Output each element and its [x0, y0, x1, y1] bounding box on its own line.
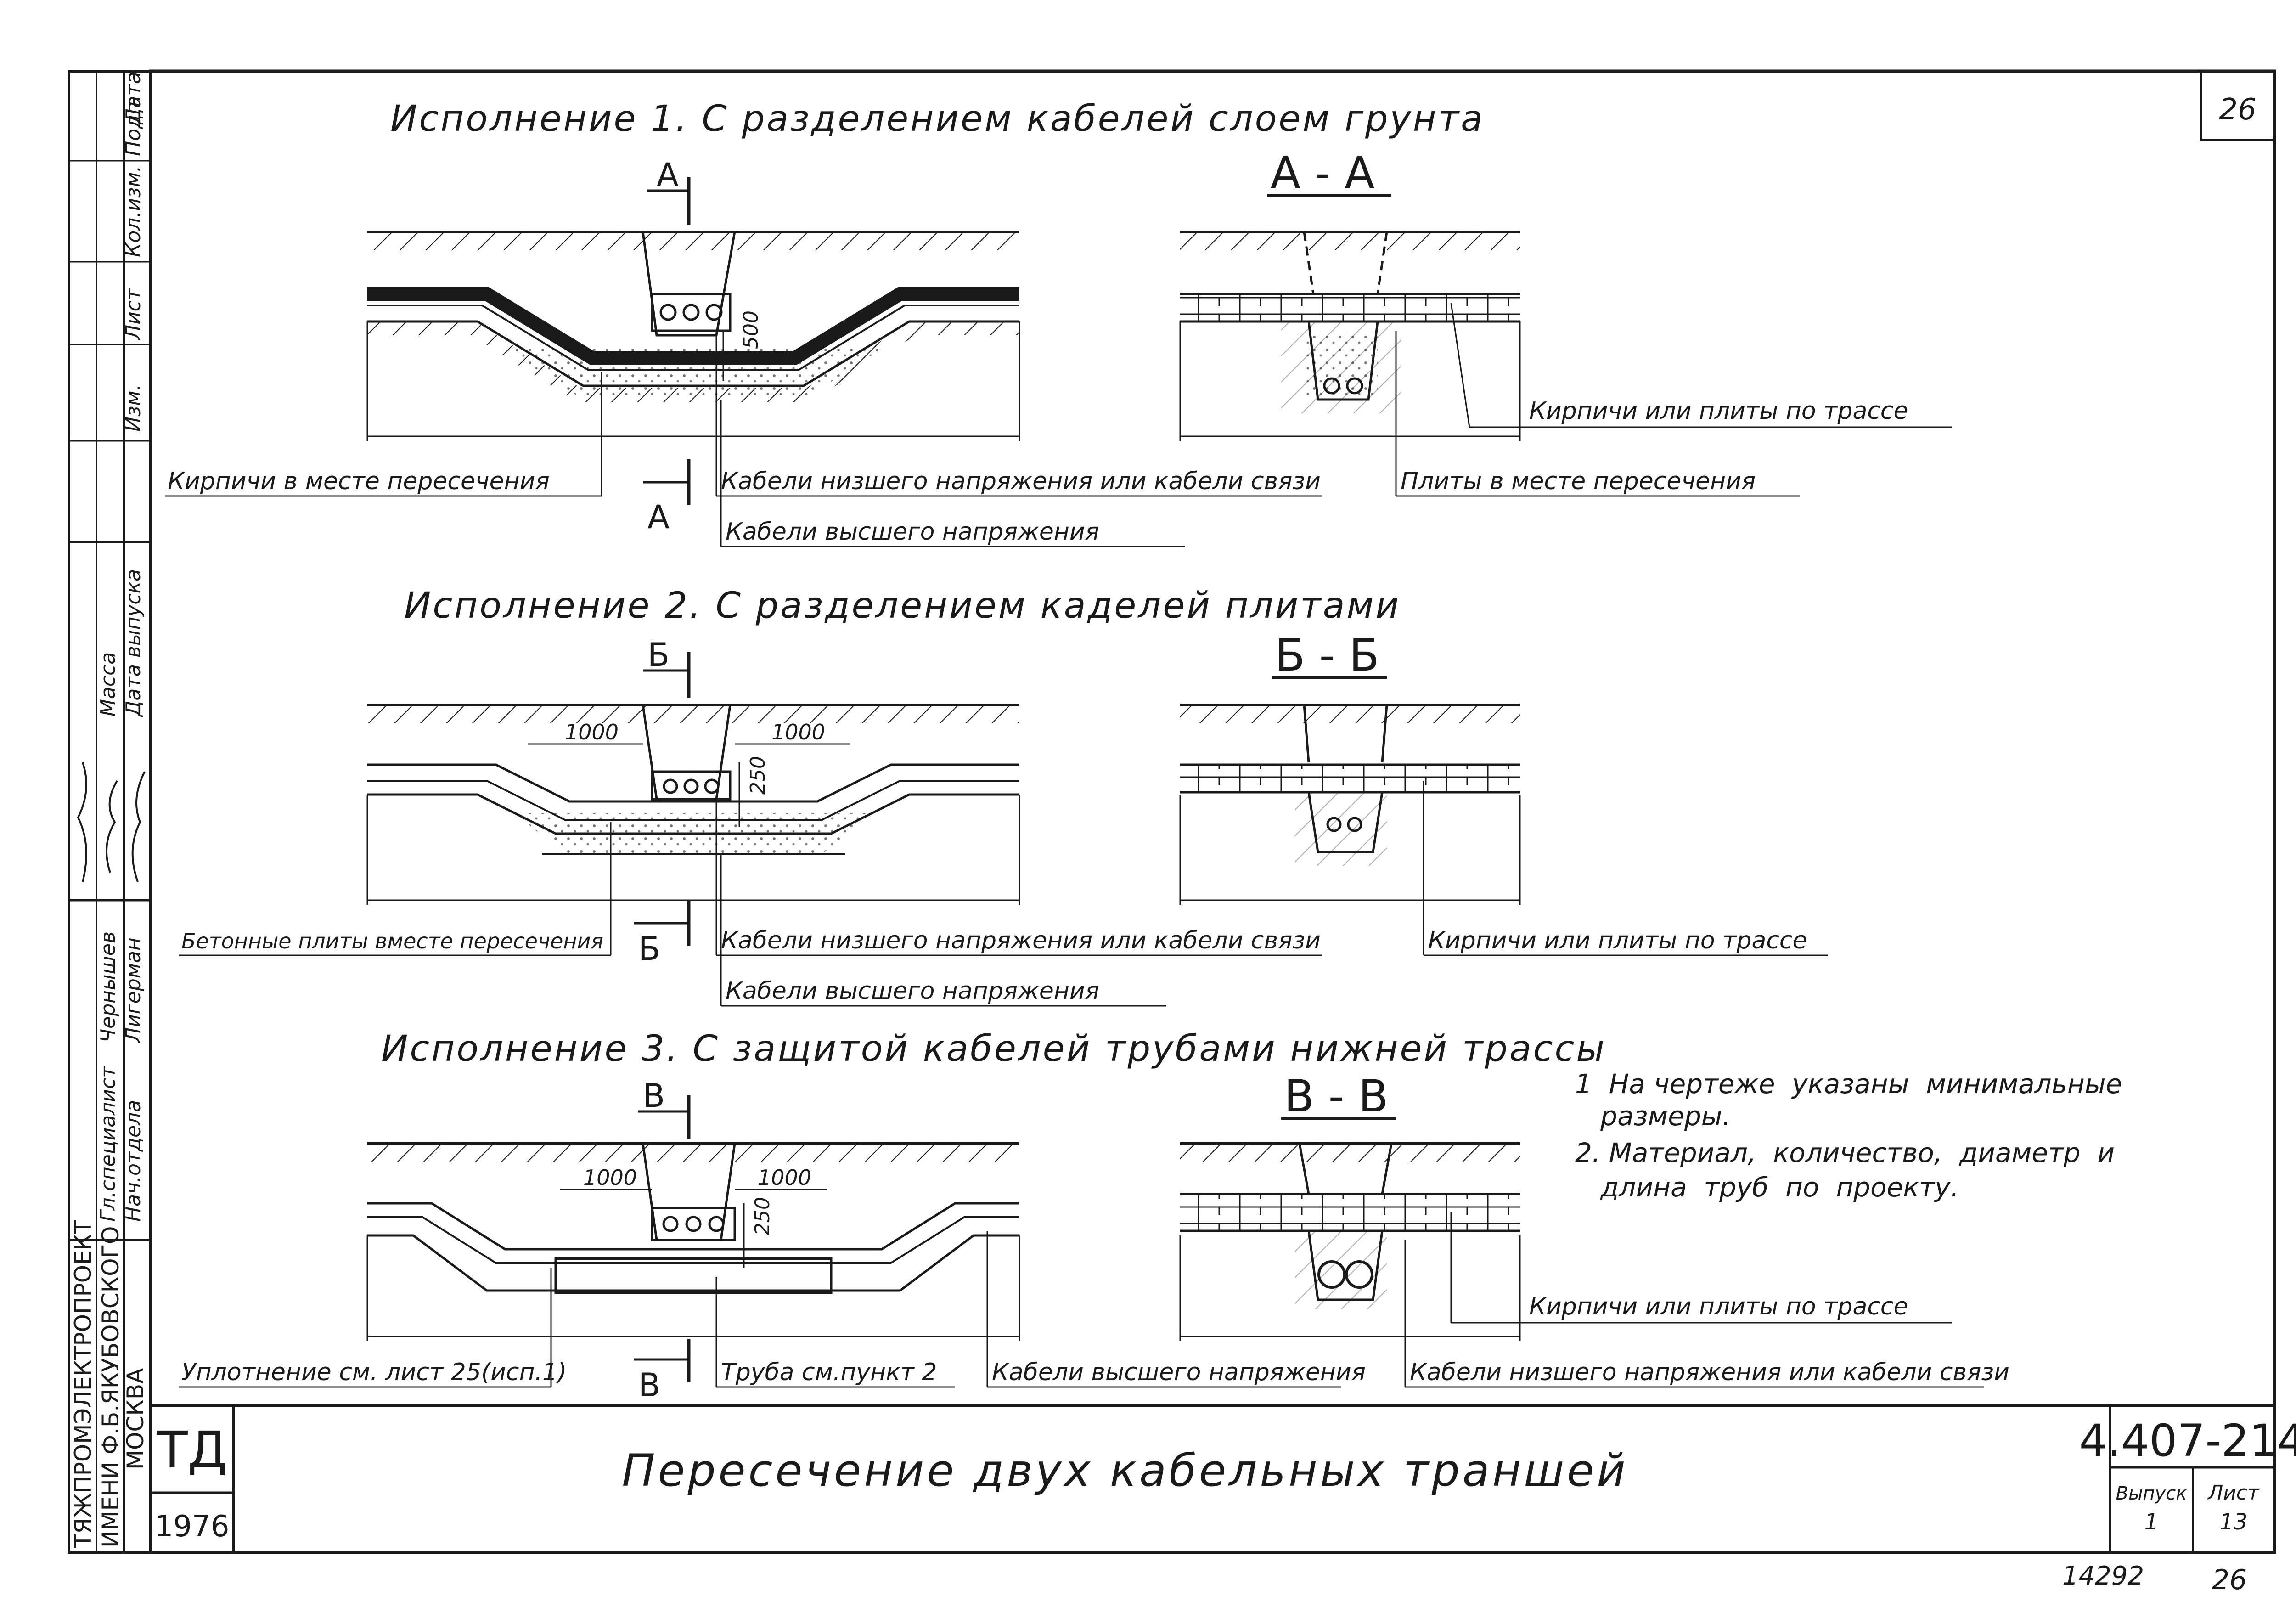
v1-label-right-bottom: Плиты в месте пересечения — [1401, 468, 1756, 495]
variant-1-heading: Исполнение 1. С разделением кабелей слое… — [390, 98, 1485, 140]
v2-section-mark-top: Б — [647, 636, 670, 674]
v3-label-right-top: Кирпичи или плиты по трассе — [1529, 1293, 1908, 1320]
issue-label: Выпуск — [2116, 1483, 2187, 1504]
v2-dim-1000-right: 1000 — [771, 720, 825, 744]
v3-dim-1000-right: 1000 — [758, 1165, 811, 1190]
svg-text:Кол.изм.: Кол.изм. — [122, 166, 145, 257]
v3-section-label: В - В — [1284, 1071, 1388, 1122]
v2-label-low-voltage: Кабели низшего напряжения или кабели свя… — [721, 927, 1321, 954]
v2-section-label: Б - Б — [1275, 630, 1379, 681]
svg-text:Нач.отдела: Нач.отдела — [122, 1100, 145, 1222]
title-block — [149, 1404, 2276, 1554]
variant-2-heading: Исполнение 2. С разделением каделей плит… — [404, 585, 1401, 626]
v3-label-compaction: Уплотнение см. лист 25(исп.1) — [181, 1359, 567, 1386]
v2-section-mark-bottom: Б — [638, 930, 660, 968]
svg-text:Дата выпуска: Дата выпуска — [122, 569, 145, 717]
v3-section-mark-top: В — [643, 1077, 665, 1115]
left-stamp-strip — [68, 70, 152, 1554]
v1-dim-500: 500 — [739, 310, 763, 349]
variant-1-section: А - А — [1179, 147, 1521, 441]
v3-label-high-voltage: Кабели высшего напряжения — [992, 1359, 1366, 1386]
sheet-value: 13 — [2219, 1509, 2247, 1535]
v2-label-right-bottom: Кирпичи или плиты по трассе — [1428, 927, 1807, 954]
variant-2-section: Б - Б — [1179, 630, 1521, 905]
v3-dim-250: 250 — [751, 1197, 774, 1235]
organization-block: ТЯЖПРОМЭЛЕКТРОПРОЕКТ ИМЕНИ Ф.Б.ЯКУБОВСКО… — [70, 1220, 149, 1548]
signatures — [77, 762, 146, 882]
bottom-page-number: 26 — [2212, 1564, 2247, 1596]
v1-section-mark-top: А — [657, 156, 679, 194]
v1-label-low-voltage: Кабели низшего напряжения или кабели свя… — [721, 468, 1321, 495]
svg-text:Гл.специалист: Гл.специалист — [96, 1066, 120, 1222]
v1-section-label: А - А — [1270, 147, 1374, 199]
variant-3-section: В - В — [1179, 1071, 1521, 1341]
v3-label-pipe: Труба см.пункт 2 — [721, 1359, 937, 1386]
v3-dim-1000-left: 1000 — [583, 1165, 637, 1190]
sheet-label: Лист — [2207, 1481, 2260, 1505]
svg-text:Лист: Лист — [122, 288, 145, 341]
svg-text:Чернышев: Чернышев — [96, 931, 120, 1043]
note-line-4: длина труб по проекту. — [1575, 1172, 1959, 1203]
inventory-number: 14292 — [2062, 1561, 2144, 1591]
v3-label-low-voltage: Кабели низшего напряжения или кабели свя… — [1410, 1359, 2009, 1386]
td-mark: ТД — [156, 1421, 227, 1479]
frame — [68, 69, 2276, 1554]
v1-label-right-top: Кирпичи или плиты по трассе — [1529, 397, 1908, 425]
note-line-2: размеры. — [1575, 1100, 1731, 1132]
v2-dim-1000-left: 1000 — [565, 720, 619, 744]
svg-text:Подп.: Подп. — [122, 95, 145, 156]
sheet-title: Пересечение двух кабельных траншей — [622, 1445, 1628, 1496]
variant-3-heading: Исполнение 3. С защитой кабелей трубами … — [381, 1028, 1606, 1070]
note-line-3: 2. Материал, количество, диаметр и — [1575, 1137, 2115, 1168]
note-line-1: 1 На чертеже указаны минимальные — [1575, 1068, 2122, 1100]
variant-2-plan: 1000 1000 250 Б Б — [366, 636, 1020, 968]
variant-2-labels: Бетонные плиты вместе пересечения Кабели… — [179, 781, 1828, 1007]
v1-section-mark-bottom: А — [647, 498, 670, 536]
svg-text:ТЯЖПРОМЭЛЕКТРОПРОЕКТ: ТЯЖПРОМЭЛЕКТРОПРОЕКТ — [70, 1220, 96, 1548]
v2-label-concrete: Бетонные плиты вместе пересечения — [181, 929, 603, 953]
variant-1-labels: Кирпичи в месте пересечения Кабели низше… — [165, 303, 1952, 547]
svg-text:Изм.: Изм. — [122, 384, 145, 432]
svg-text:МОСКВА: МОСКВА — [122, 1368, 149, 1470]
v3-section-mark-bottom: В — [638, 1366, 660, 1404]
v2-label-high-voltage: Кабели высшего напряжения — [726, 977, 1099, 1005]
svg-text:Масса: Масса — [96, 652, 120, 716]
page-number-box — [2200, 70, 2276, 141]
variant-1-plan: 500 А А — [366, 156, 1020, 536]
svg-text:Лигерман: Лигерман — [122, 937, 145, 1043]
issue-value: 1 — [2144, 1509, 2159, 1535]
variant-1: Исполнение 1. С разделением кабелей слое… — [165, 98, 1952, 547]
v1-label-high-voltage: Кабели высшего напряжения — [726, 518, 1099, 546]
page-number: 26 — [2219, 93, 2256, 127]
year: 1976 — [155, 1510, 230, 1544]
notes: 1 На чертеже указаны минимальные размеры… — [1575, 1068, 2122, 1203]
stamp-labels: Изм. Лист Кол.изм. Подп. Дата Масса Дата… — [96, 72, 145, 1222]
variant-3-plan: 1000 1000 250 В В — [366, 1077, 1020, 1404]
v1-label-bricks: Кирпичи в месте пересечения — [168, 468, 550, 495]
variant-2: Исполнение 2. С разделением каделей плит… — [179, 585, 1828, 1007]
svg-text:ИМЕНИ Ф.Б.ЯКУБОВСКОГО: ИМЕНИ Ф.Б.ЯКУБОВСКОГО — [97, 1226, 124, 1548]
document-code: 4.407-214 — [2079, 1415, 2296, 1466]
v2-dim-250: 250 — [746, 756, 770, 795]
variant-3: Исполнение 3. С защитой кабелей трубами … — [179, 1028, 2009, 1404]
variant-3-labels: Уплотнение см. лист 25(исп.1) Труба см.п… — [179, 1212, 2009, 1388]
svg-text:Дата: Дата — [122, 72, 145, 125]
